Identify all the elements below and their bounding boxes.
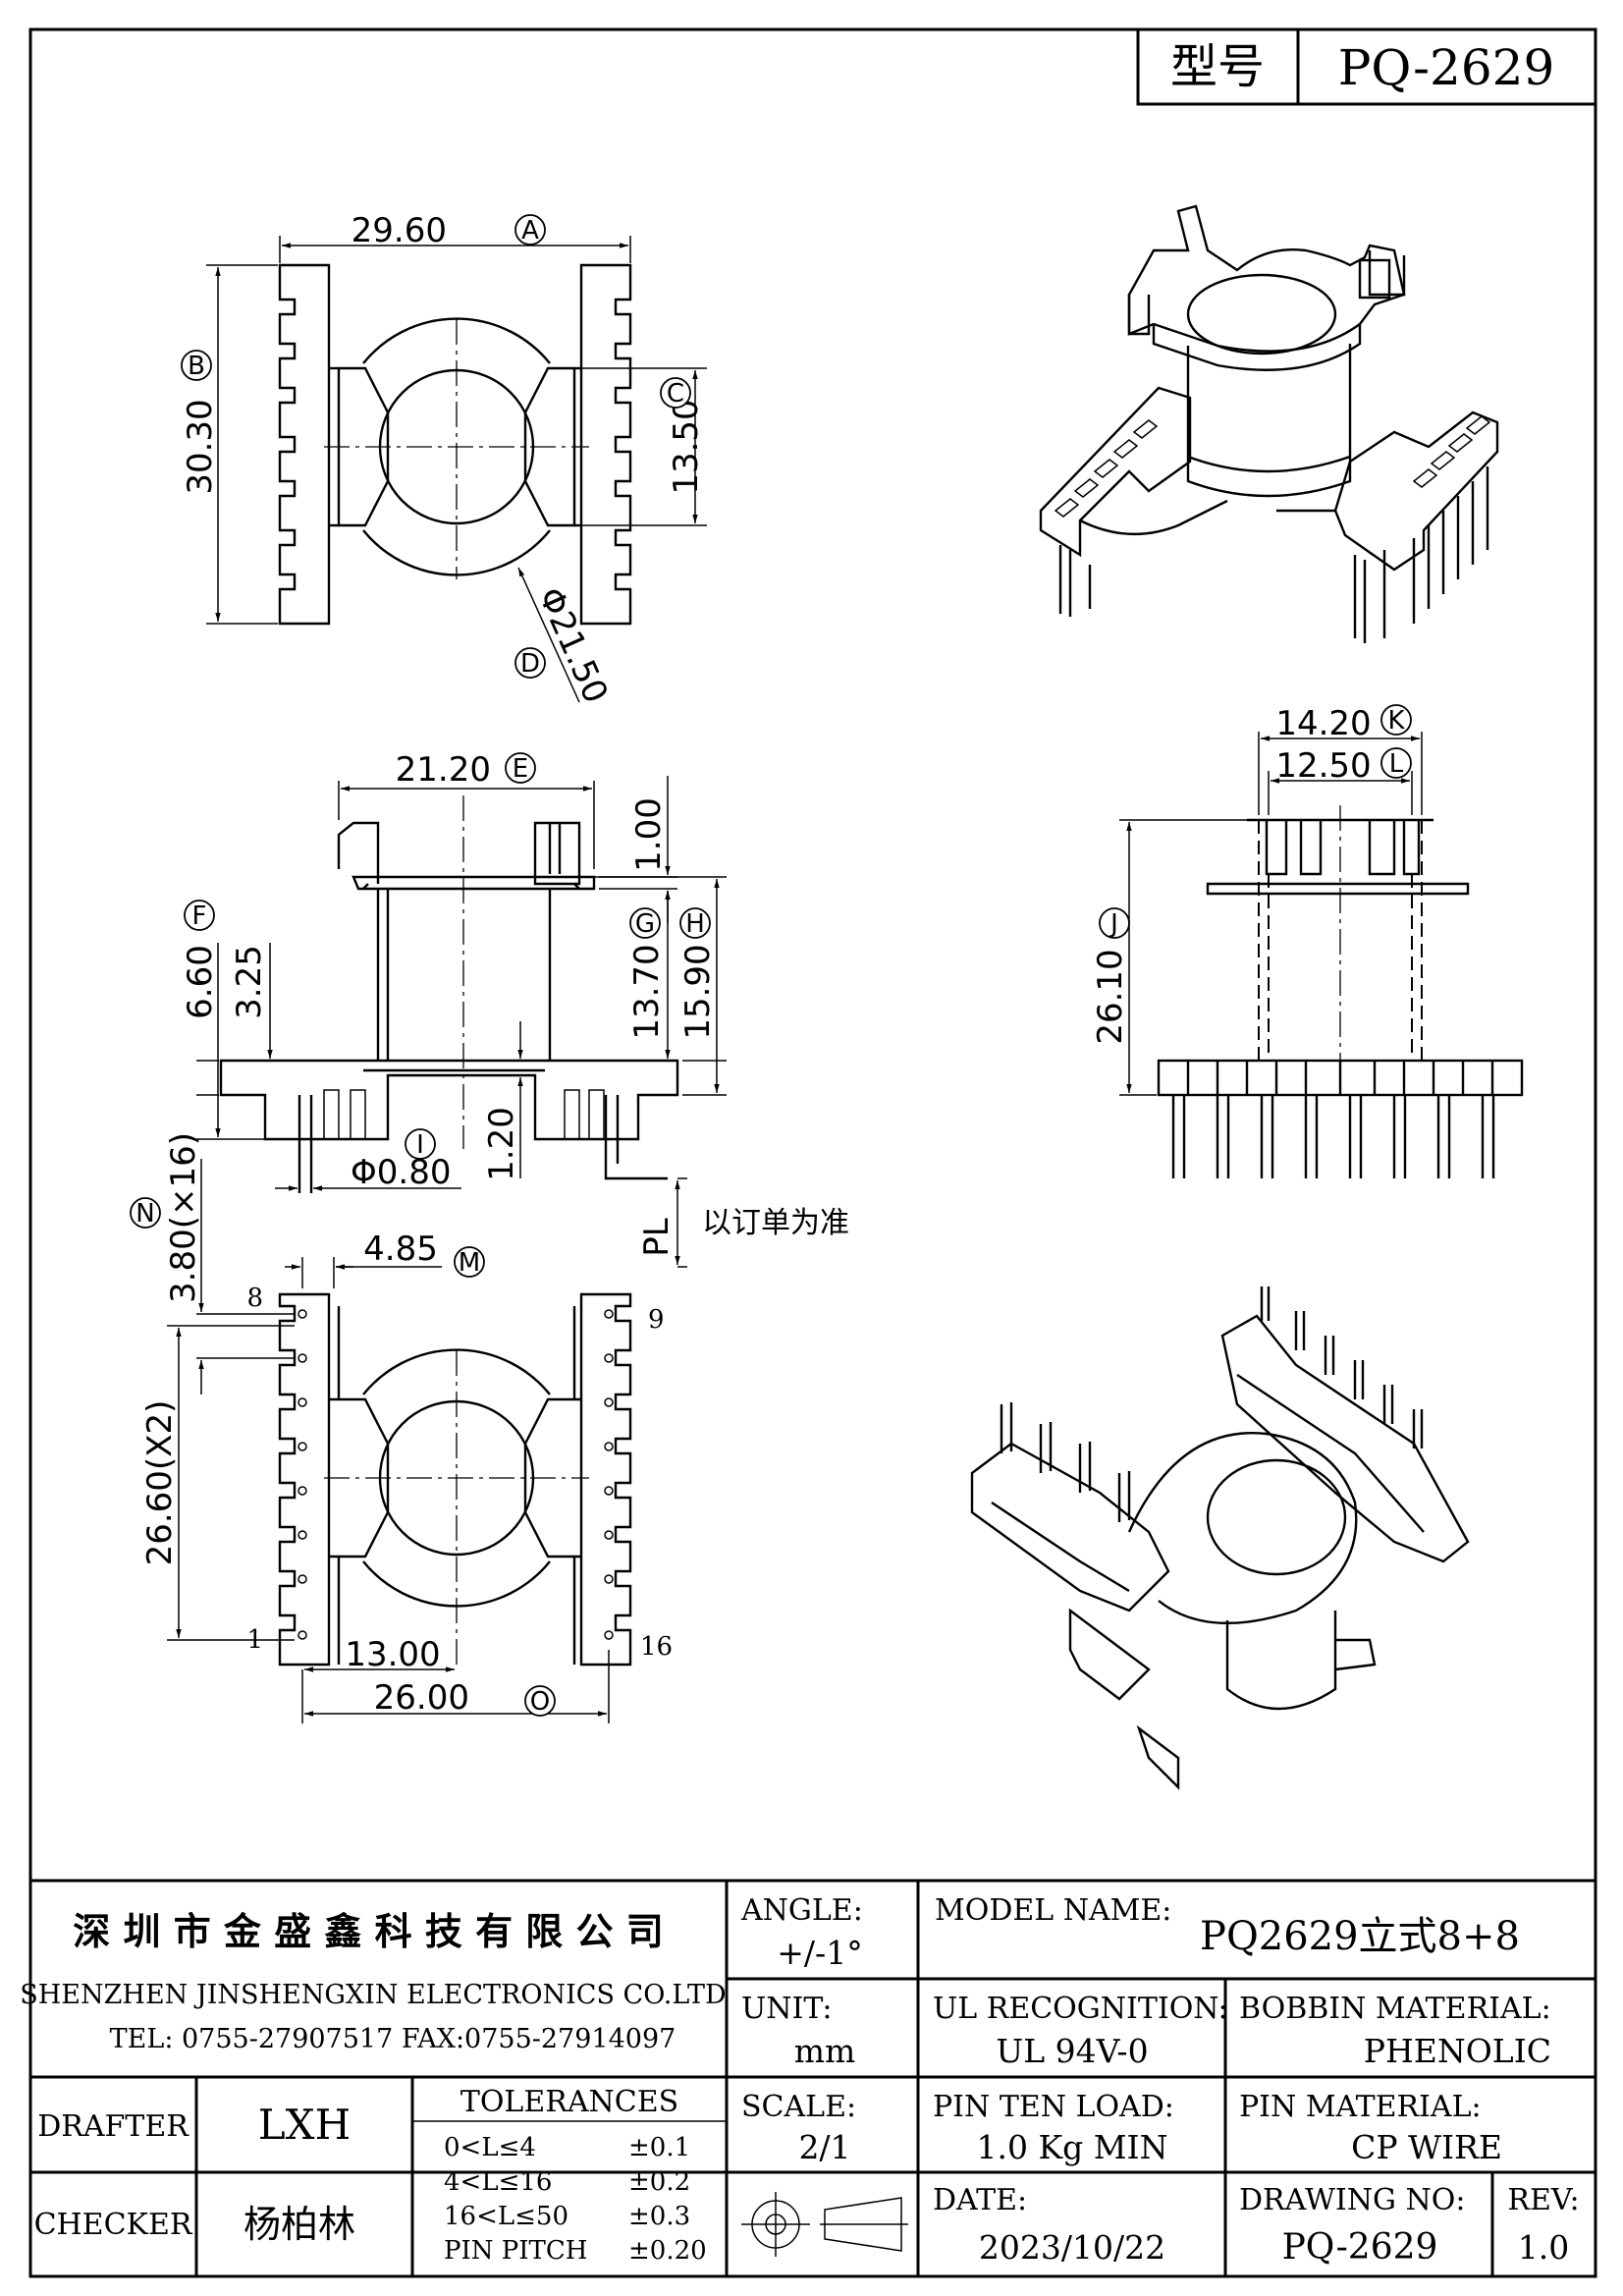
checker-label: CHECKER — [34, 2208, 193, 2242]
company-name-cn: 深 圳 市 金 盛 鑫 科 技 有 限 公 司 — [73, 1910, 664, 1953]
bobbin-label: BOBBIN MATERIAL: — [1239, 1992, 1551, 2026]
dim-n-tag: N — [135, 1199, 154, 1229]
dim-o-value: 26.00 — [374, 1678, 469, 1718]
date-value: 2023/10/22 — [979, 2228, 1165, 2267]
tolerances-label: TOLERANCES — [460, 2085, 678, 2119]
dim-d-value: Φ21.50 — [530, 581, 616, 709]
company-name-en: SHENZHEN JINSHENGXIN ELECTRONICS CO.LTD — [20, 1980, 726, 2010]
dim-d-tag: D — [520, 649, 540, 679]
tol-value-3: ±0.20 — [628, 2236, 707, 2266]
dim-g-tag: G — [635, 909, 655, 939]
outer-frame — [28, 27, 1597, 2278]
unit-value: mm — [794, 2032, 856, 2070]
drawing-no-value: PQ-2629 — [1282, 2227, 1438, 2268]
pin-load-label: PIN TEN LOAD: — [933, 2090, 1174, 2124]
tol-range-1: 4<L≤16 — [444, 2167, 552, 2197]
company-contact: TEL: 0755-27907517 FAX:0755-27914097 — [110, 2024, 676, 2054]
rev-label: REV: — [1507, 2183, 1579, 2217]
dim-k-tag: K — [1387, 706, 1405, 736]
dim-i-tag: I — [416, 1130, 424, 1160]
dim-b-value: 30.30 — [181, 399, 220, 494]
dim-c-tag: C — [667, 379, 684, 409]
title-block: 深 圳 市 金 盛 鑫 科 技 有 限 公 司 SHENZHEN JINSHEN… — [20, 1879, 1596, 2276]
pin-8-label: 8 — [246, 1284, 263, 1313]
dim-k-value: 14.20 — [1275, 704, 1371, 743]
isometric-view-bottom — [970, 1286, 1470, 1790]
dim-pl-value: PL — [637, 1218, 676, 1257]
dim-top-gap: 1.00 — [629, 797, 669, 872]
dim-f2-value: 3.25 — [230, 945, 269, 1019]
ul-label: UL RECOGNITION: — [933, 1992, 1228, 2026]
pin-load-value: 1.0 Kg MIN — [977, 2128, 1168, 2166]
dim-e-value: 21.20 — [396, 750, 491, 790]
date-label: DATE: — [933, 2183, 1027, 2217]
dim-m-value: 4.85 — [363, 1230, 438, 1269]
model-name-label: MODEL NAME: — [935, 1893, 1171, 1928]
dim-c-value: 13.50 — [667, 399, 706, 494]
tol-value-1: ±0.2 — [628, 2167, 690, 2197]
unit-label: UNIT: — [741, 1992, 832, 2026]
pin-16-label: 16 — [640, 1632, 673, 1662]
pin-9-label: 9 — [648, 1305, 665, 1335]
dim-f-tag: F — [192, 902, 207, 931]
dim-b-tag: B — [188, 352, 205, 381]
front-view: 14.20 12.50 K L 26.10 J — [1091, 704, 1524, 1178]
scale-label: SCALE: — [741, 2090, 856, 2124]
drafter-label: DRAFTER — [37, 2109, 189, 2144]
dim-pl-note: 以订单为准 — [702, 1206, 849, 1240]
drafter-value: LXH — [258, 2101, 351, 2149]
dim-a-tag: A — [521, 216, 539, 246]
angle-value: +/-1° — [777, 1934, 862, 1972]
dim-p-value: 26.60(X2) — [140, 1400, 180, 1566]
dim-g-value: 13.70 — [627, 944, 667, 1039]
dim-h-value: 15.90 — [678, 944, 718, 1039]
tol-range-2: 16<L≤50 — [444, 2202, 568, 2231]
bobbin-value: PHENOLIC — [1364, 2032, 1551, 2070]
dim-j-value: 26.10 — [1091, 949, 1130, 1044]
tol-value-0: ±0.1 — [628, 2133, 690, 2162]
dim-i-value: Φ0.80 — [351, 1153, 451, 1192]
model-header: 型号 PQ-2629 — [1136, 27, 1597, 106]
dim-m-tag: M — [459, 1248, 480, 1278]
dim-f-value: 6.60 — [181, 945, 220, 1019]
dim-j-tag: J — [1109, 909, 1118, 939]
dim-o-tag: O — [530, 1687, 550, 1717]
checker-value: 杨柏林 — [243, 2203, 355, 2246]
tol-value-2: ±0.3 — [628, 2202, 690, 2231]
dim-e-tag: E — [513, 754, 528, 784]
side-view: 21.20 E 1.00 13.70 15.90 G H 6.60 3.25 F — [181, 750, 849, 1268]
top-view: 29.60 A 30.30 B 13.50 C Φ21.50 D — [181, 211, 707, 709]
scale-value: 2/1 — [798, 2128, 850, 2166]
dim-n-value: 3.80(×16) — [164, 1132, 203, 1303]
pin-material-value: CP WIRE — [1351, 2128, 1502, 2166]
bottom-view: 8 9 1 16 3.80(×16) N 26.60(X2) 4.85 M 13… — [130, 1132, 673, 1723]
dim-l-tag: L — [1389, 749, 1404, 779]
dim-l-value: 12.50 — [1275, 746, 1371, 786]
ul-value: UL 94V-0 — [996, 2032, 1148, 2070]
dim-q-value: 13.00 — [345, 1635, 440, 1674]
model-name-value: PQ2629立式8+8 — [1200, 1914, 1520, 1959]
isometric-view-top — [1039, 204, 1499, 643]
pin-material-label: PIN MATERIAL: — [1239, 2090, 1482, 2124]
drawing-no-label: DRAWING NO: — [1239, 2183, 1465, 2217]
dim-h-tag: H — [685, 909, 705, 939]
tol-range-0: 0<L≤4 — [444, 2133, 536, 2162]
model-value: PQ-2629 — [1338, 39, 1555, 96]
dim-a-value: 29.60 — [352, 211, 447, 250]
dim-i2-value: 1.20 — [482, 1107, 521, 1181]
tol-range-3: PIN PITCH — [444, 2236, 587, 2266]
model-label: 型号 — [1170, 39, 1265, 94]
angle-label: ANGLE: — [740, 1893, 863, 1928]
rev-value: 1.0 — [1518, 2228, 1569, 2267]
projection-symbol — [741, 2192, 908, 2257]
